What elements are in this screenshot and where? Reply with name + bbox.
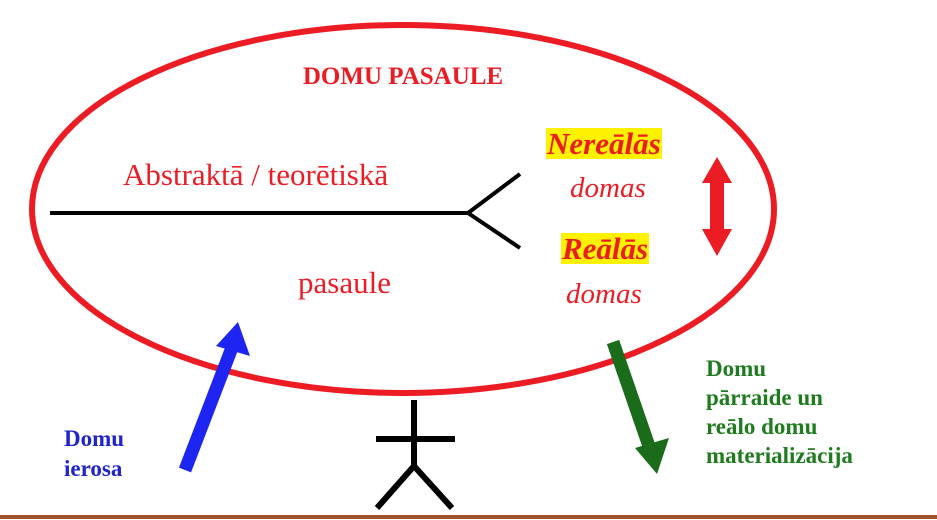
inspiration-label-line1: Domu xyxy=(64,426,125,451)
unreal-thoughts-sub: domas xyxy=(570,172,646,204)
double-arrow-vertical-icon xyxy=(702,157,732,256)
output-label-line4: materializācija xyxy=(706,443,853,468)
arrow-down-right-icon xyxy=(606,339,669,474)
output-label-line3: reālo domu xyxy=(706,414,818,439)
fork-upper-branch xyxy=(466,172,522,215)
unreal-thoughts-word: Nereālās xyxy=(546,126,662,161)
thought-world-ellipse xyxy=(29,22,777,396)
real-thoughts-sub: domas xyxy=(566,278,642,310)
inspiration-label-line2: ierosa xyxy=(64,456,123,481)
arrow-up-right-icon xyxy=(178,322,250,473)
output-label-line2: pārraide un xyxy=(706,385,823,410)
stick-figure-icon xyxy=(374,400,455,511)
fork-lower-branch xyxy=(466,211,522,250)
diagram-title: DOMU PASAULE xyxy=(302,63,504,90)
world-label: pasaule xyxy=(298,265,391,300)
abstract-world-label: Abstraktā / teorētiskā xyxy=(123,157,389,192)
real-thoughts-word: Reālās xyxy=(561,231,650,266)
output-label-line1: Domu xyxy=(706,356,767,381)
